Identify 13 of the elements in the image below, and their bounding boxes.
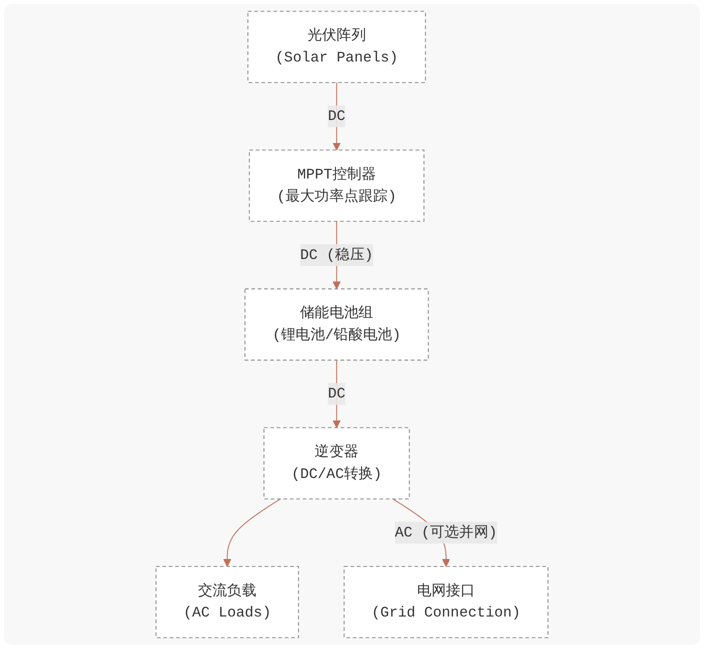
arrow [332,360,341,428]
node-box: 储能电池组 (锂电池/铅酸电池) [244,288,429,361]
node-box: 交流负载 (AC Loads) [156,566,299,638]
edge-label: AC (可选并网) [394,524,498,541]
node-box: 逆变器 (DC/AC转换) [264,427,410,500]
arrow [223,498,281,567]
edge-label: DC [328,108,346,125]
edge-label: DC (稳压) [300,246,374,264]
arrow [332,82,341,150]
node-box: 光伏阵列 (Solar Panels) [247,10,426,83]
node-box: 电网接口 (Grid Connection) [344,566,548,638]
edge-label: DC [328,386,346,402]
node-box: MPPT控制器 (最大功率点跟踪) [248,150,424,222]
